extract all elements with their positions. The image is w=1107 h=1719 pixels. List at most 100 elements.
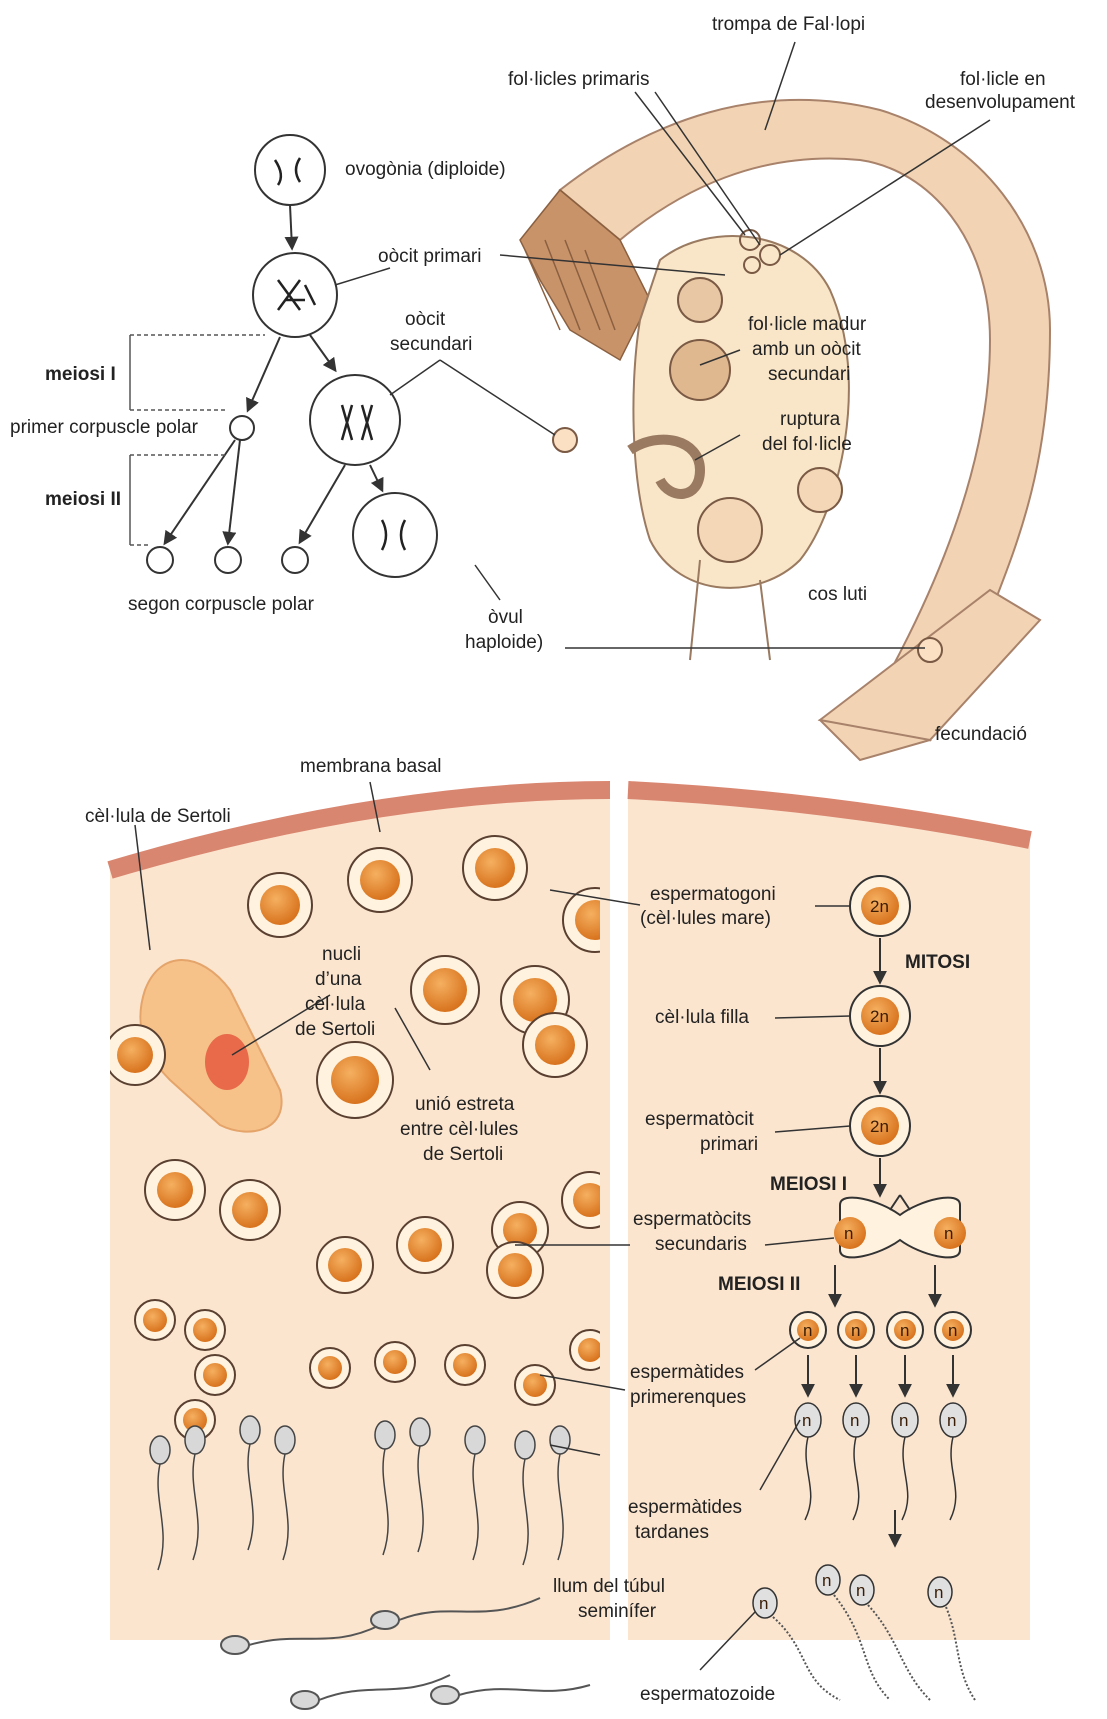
label-oocit-primari: oòcit primari — [378, 246, 481, 267]
germ-cell-nucleus — [578, 1338, 602, 1362]
germ-cell-nucleus — [232, 1192, 268, 1228]
label-tardanes-2: tardanes — [635, 1522, 709, 1543]
label-llum-1: llum del túbul — [553, 1576, 665, 1597]
ploidy-n: n — [851, 1321, 860, 1340]
label-unio-1: unió estreta — [415, 1094, 515, 1115]
developing-follicle — [678, 278, 722, 322]
label-meiosi1: MEIOSI I — [770, 1174, 847, 1195]
first-polar-body — [230, 416, 254, 440]
label-tardanes-1: espermàtides — [628, 1497, 742, 1518]
label-ovul-1: òvul — [488, 607, 523, 628]
ploidy-n: n — [850, 1411, 859, 1430]
ploidy-n: n — [802, 1411, 811, 1430]
chromosomes — [275, 158, 405, 550]
ploidy-n: n — [822, 1571, 831, 1590]
germ-cell-nucleus — [331, 1056, 379, 1104]
ploidy-n: n — [900, 1321, 909, 1340]
polar-body — [282, 547, 308, 573]
released-oocyte — [553, 428, 577, 452]
label-madur-3: secundari — [768, 364, 850, 385]
label-trompa: trompa de Fal·lopi — [712, 14, 865, 35]
ploidy-n: n — [803, 1321, 812, 1340]
ploidy-n: n — [899, 1411, 908, 1430]
label-fecundacio: fecundació — [935, 724, 1027, 745]
label-mitosi: MITOSI — [905, 952, 970, 973]
late-spermatid — [515, 1431, 535, 1459]
label-secundaris-2: secundaris — [655, 1234, 747, 1255]
label-espermatozoide: espermatozoide — [640, 1684, 775, 1705]
label-cos-luti: cos luti — [808, 584, 867, 605]
label-meiosi1: meiosi I — [45, 364, 116, 385]
label-folicle-dev-1: fol·licle en — [960, 69, 1046, 90]
corpus-luteum — [698, 498, 762, 562]
label-folicle-dev-2: desenvolupament — [925, 92, 1076, 113]
label-nucli-2: d’una — [315, 969, 362, 990]
label-primerenques-2: primerenques — [630, 1387, 746, 1408]
label-filla: cèl·lula filla — [655, 1007, 749, 1028]
label-ruptura-1: ruptura — [780, 409, 841, 430]
label-nucli-4: de Sertoli — [295, 1019, 375, 1040]
ploidy-n: n — [856, 1581, 865, 1600]
polar-body — [147, 547, 173, 573]
late-spermatid — [465, 1426, 485, 1454]
ploidy-n: n — [934, 1583, 943, 1602]
ploidy-2n: 2n — [870, 897, 889, 916]
oogenesis-arrows — [165, 205, 382, 543]
label-espermatogoni-2: (cèl·lules mare) — [640, 908, 771, 929]
label-meiosi2: MEIOSI II — [718, 1274, 800, 1295]
label-ruptura-2: del fol·licle — [762, 434, 852, 455]
late-spermatid — [240, 1416, 260, 1444]
ploidy-n: n — [944, 1224, 953, 1243]
primary-oocyte-cell — [253, 253, 337, 337]
label-segon-corpuscle: segon corpuscle polar — [128, 594, 315, 615]
germ-cell-nucleus — [117, 1037, 153, 1073]
label-madur-2: amb un oòcit — [752, 339, 862, 360]
label-primer-corpuscle: primer corpuscle polar — [10, 417, 199, 438]
late-spermatid — [410, 1418, 430, 1446]
late-spermatid — [550, 1426, 570, 1454]
haploid-ovum-cell — [353, 493, 437, 577]
late-spermatid — [150, 1436, 170, 1464]
ploidy-n: n — [759, 1594, 768, 1613]
secondary-oocyte-cell — [310, 375, 400, 465]
label-madur-1: fol·licle madur — [748, 314, 867, 335]
label-sertoli: cèl·lula de Sertoli — [85, 806, 231, 827]
germ-cell-nucleus — [360, 860, 400, 900]
germ-cell-nucleus — [328, 1248, 362, 1282]
ploidy-n: n — [844, 1224, 853, 1243]
germ-cell-nucleus — [475, 848, 515, 888]
label-unio-3: de Sertoli — [423, 1144, 503, 1165]
ploidy-2n: 2n — [870, 1007, 889, 1026]
corpus-luteum — [798, 468, 842, 512]
label-secundaris-1: espermatòcits — [633, 1209, 751, 1230]
label-espermatocit-2: primari — [700, 1134, 758, 1155]
germ-cell-nucleus — [498, 1253, 532, 1287]
label-espermatogoni-1: espermatogoni — [650, 884, 776, 905]
germ-cell-nucleus — [453, 1353, 477, 1377]
germ-cell-nucleus — [318, 1356, 342, 1380]
late-spermatid — [375, 1421, 395, 1449]
fertilized-ovum — [918, 638, 942, 662]
mature-follicle — [670, 340, 730, 400]
germ-cell-nucleus — [143, 1308, 167, 1332]
label-unio-2: entre cèl·lules — [400, 1119, 518, 1140]
germ-cell-nucleus — [408, 1228, 442, 1262]
label-primerenques-1: espermàtides — [630, 1362, 744, 1383]
germ-cell-nucleus — [157, 1172, 193, 1208]
oogonium-cell — [255, 135, 325, 205]
germ-cell-nucleus — [260, 885, 300, 925]
germ-cell-nucleus — [535, 1025, 575, 1065]
label-llum-2: seminífer — [578, 1601, 657, 1622]
label-nucli-3: cèl·lula — [305, 994, 366, 1015]
oogenesis-cells — [147, 135, 437, 577]
label-oocit-sec-1: oòcit — [405, 309, 446, 330]
label-meiosi2: meiosi II — [45, 489, 121, 510]
germ-cell-nucleus — [523, 1373, 547, 1397]
germ-cell-nucleus — [203, 1363, 227, 1387]
germ-cell-nucleus — [193, 1318, 217, 1342]
germ-cell-nucleus — [383, 1350, 407, 1374]
label-foliclesprimaris: fol·licles primaris — [508, 69, 649, 90]
label-espermatocit-1: espermatòcit — [645, 1109, 754, 1130]
